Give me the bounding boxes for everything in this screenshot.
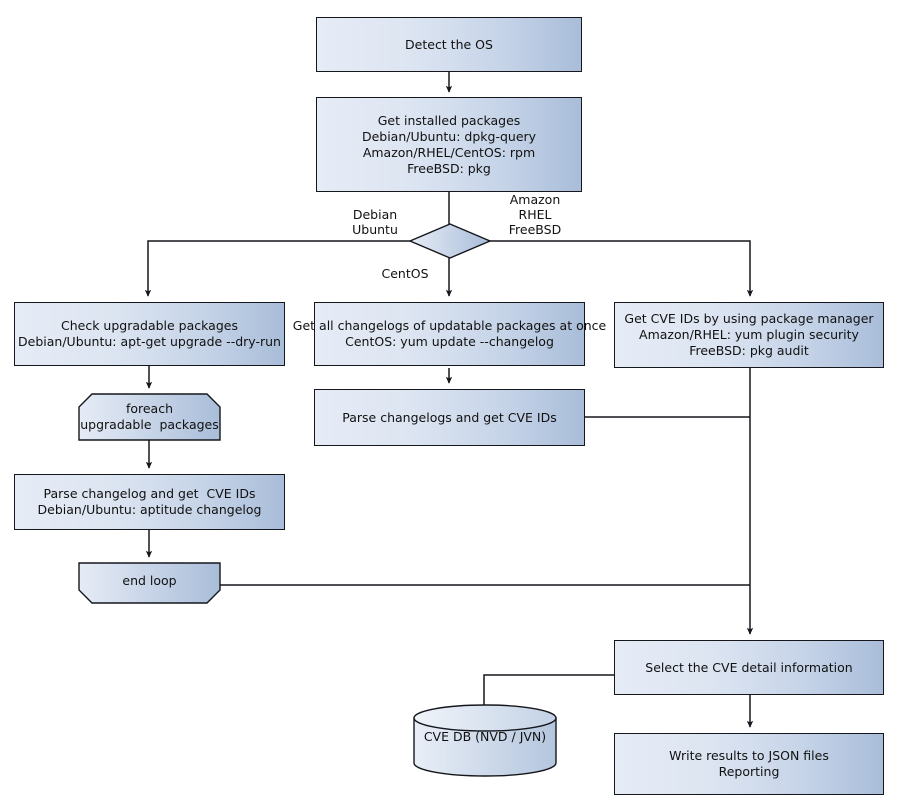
edge-label-branch-left: Debian Ubuntu (352, 207, 398, 237)
node-foreach-loop-start[interactable] (78, 393, 221, 441)
edge-decision-right (489, 240, 754, 297)
node-os-decision[interactable] (408, 223, 492, 259)
node-select-cve-detail-label: Select the CVE detail information (645, 659, 853, 675)
node-write-results[interactable]: Write results to JSON files Reporting (614, 733, 884, 795)
node-parse-changelog-single[interactable]: Parse changelog and get CVE IDs Debian/U… (14, 474, 285, 530)
edge-label-branch-right: Amazon RHEL FreeBSD (508, 192, 562, 237)
node-write-results-label: Write results to JSON files Reporting (669, 748, 829, 779)
node-check-upgradable-packages[interactable]: Check upgradable packages Debian/Ubuntu:… (14, 302, 285, 366)
node-end-loop-label-wrap: end loop (78, 560, 221, 602)
node-foreach-loop-start-label-wrap: foreach upgradable packages (78, 393, 221, 441)
node-get-installed-packages-label: Get installed packages Debian/Ubuntu: dp… (361, 112, 537, 176)
edge-label-branch-down: CentOS (381, 266, 429, 281)
node-parse-changelog-single-label: Parse changelog and get CVE IDs Debian/U… (37, 486, 262, 517)
node-get-all-changelogs-label: Get all changelogs of updatable packages… (292, 318, 607, 349)
node-end-loop[interactable] (78, 562, 221, 604)
node-get-all-changelogs[interactable]: Get all changelogs of updatable packages… (293, 302, 606, 366)
node-check-upgradable-packages-label: Check upgradable packages Debian/Ubuntu:… (18, 318, 281, 349)
node-cve-database[interactable] (412, 704, 558, 777)
node-foreach-loop-start-label: foreach upgradable packages (80, 401, 219, 432)
node-detect-os-label: Detect the OS (405, 36, 493, 52)
node-detect-os[interactable]: Detect the OS (316, 17, 582, 72)
node-end-loop-label: end loop (122, 573, 177, 588)
edge-decision-left (144, 240, 410, 297)
node-get-installed-packages[interactable]: Get installed packages Debian/Ubuntu: dp… (316, 97, 582, 192)
node-get-cve-ids-package-manager-label: Get CVE IDs by using package manager Ama… (624, 311, 874, 358)
node-cve-database-label: CVE DB (NVD / JVN) (423, 729, 547, 744)
node-parse-changelogs[interactable]: Parse changelogs and get CVE IDs (314, 389, 585, 446)
node-parse-changelogs-label: Parse changelogs and get CVE IDs (342, 409, 557, 425)
node-select-cve-detail[interactable]: Select the CVE detail information (614, 640, 884, 695)
node-get-cve-ids-package-manager[interactable]: Get CVE IDs by using package manager Ama… (614, 302, 884, 368)
